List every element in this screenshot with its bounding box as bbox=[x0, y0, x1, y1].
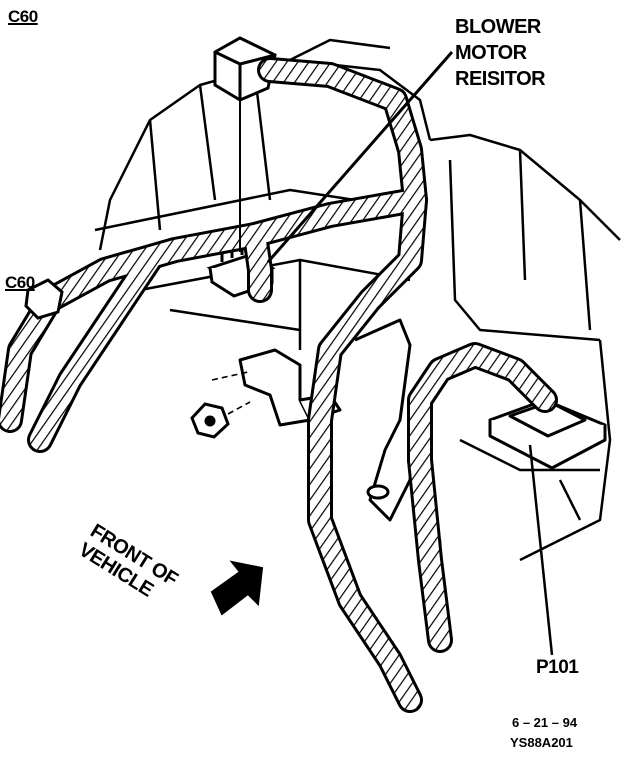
figure-date: 6 – 21 – 94 bbox=[512, 715, 578, 730]
front-arrow bbox=[210, 560, 264, 616]
figure-code: C60 bbox=[8, 7, 38, 26]
wiring-harness bbox=[0, 57, 558, 713]
leader-p101 bbox=[528, 444, 554, 656]
figure-id: YS88A201 bbox=[510, 735, 573, 750]
hvac-housing bbox=[94, 38, 621, 620]
bolt-path bbox=[211, 371, 251, 415]
p101-label: P101 bbox=[536, 657, 579, 678]
blower-motor-resistor-label: BLOWER MOTOR REISITOR bbox=[455, 14, 546, 92]
label-line: BLOWER bbox=[455, 16, 541, 38]
c60-connector-label: C60 bbox=[5, 273, 35, 292]
leader-blower-resistor bbox=[266, 51, 454, 263]
leader-lines bbox=[239, 51, 554, 656]
label-line: REISITOR bbox=[455, 68, 546, 90]
label-line: MOTOR bbox=[455, 42, 527, 64]
p101-connector bbox=[488, 398, 607, 470]
nut bbox=[190, 402, 230, 439]
harness-connector-top bbox=[213, 36, 277, 102]
c60-connector bbox=[24, 278, 64, 320]
